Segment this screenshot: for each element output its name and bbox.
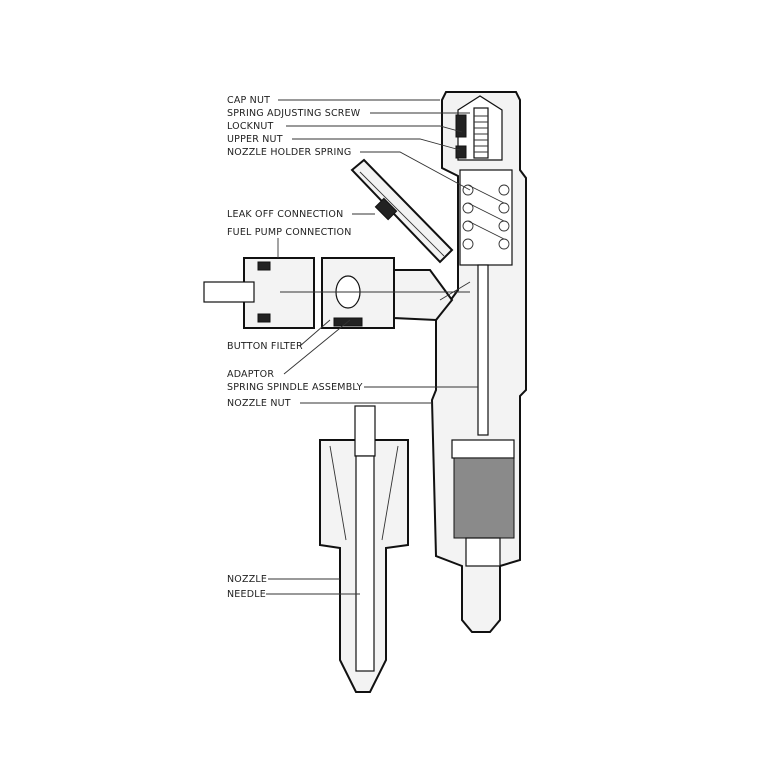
nozzle-nut-insert [453, 457, 515, 539]
label-upper-nut: UPPER NUT [227, 134, 283, 145]
label-nozzle-holder-spring: NOZZLE HOLDER SPRING [227, 147, 351, 158]
label-adaptor: ADAPTOR [227, 369, 274, 380]
label-locknut: LOCKNUT [227, 121, 274, 132]
spring-chamber [459, 169, 513, 266]
fuel-pump-connection-shape [203, 257, 471, 329]
injector-holder [430, 91, 527, 633]
locknut-shape [455, 114, 467, 138]
nozzle-needle-shape [319, 405, 409, 693]
label-leak-off-connection: LEAK OFF CONNECTION [227, 209, 343, 220]
label-nozzle: NOZZLE [227, 574, 267, 585]
upper-nut-shape [455, 145, 467, 159]
label-spring-adjusting-screw: SPRING ADJUSTING SCREW [227, 108, 361, 119]
nozzle-holder-spring-shape [462, 184, 510, 250]
spring-spindle [477, 264, 489, 436]
label-needle: NEEDLE [227, 589, 266, 600]
leak-off-connection-shape [350, 158, 454, 264]
label-fuel-pump-connection: FUEL PUMP CONNECTION [227, 227, 352, 238]
label-nozzle-nut: NOZZLE NUT [227, 398, 291, 409]
adjusting-screw-shape [473, 107, 489, 159]
label-spring-spindle-assembly: SPRING SPINDLE ASSEMBLY [227, 382, 363, 393]
leader-lines [266, 99, 478, 595]
label-button-filter: BUTTON FILTER [227, 341, 303, 352]
label-cap-nut: CAP NUT [227, 95, 270, 106]
